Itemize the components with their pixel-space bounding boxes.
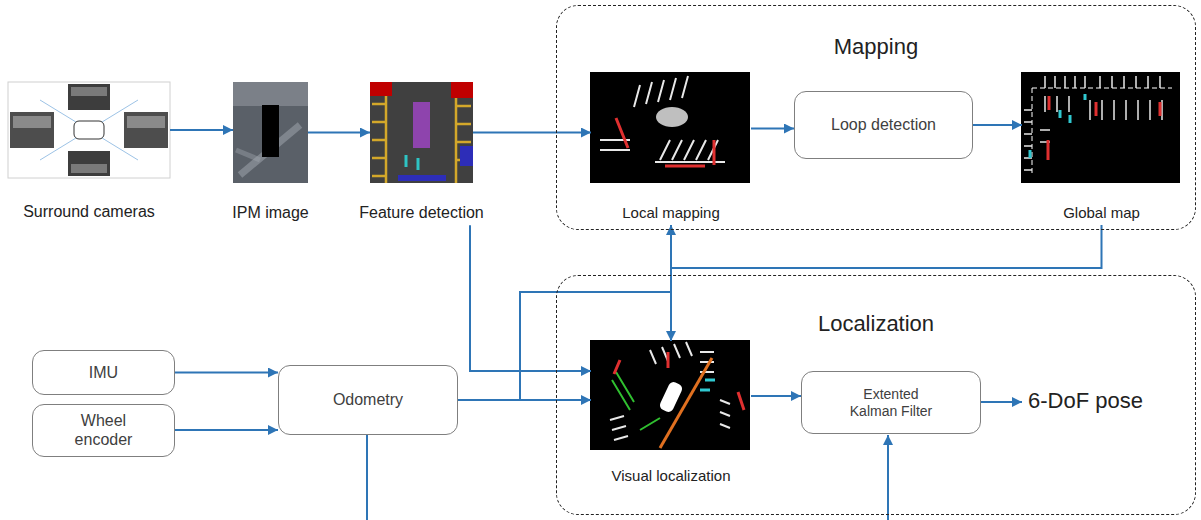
flow-arrow [170, 129, 233, 131]
camera-illustration [124, 112, 168, 148]
camera-illustration [13, 116, 51, 128]
ipm-illustration [233, 82, 308, 183]
local-map-illustration [600, 76, 725, 162]
signal-line [980, 401, 1022, 403]
image-panel: IPM image [233, 82, 308, 222]
flow-arrow [175, 372, 278, 374]
feature-illustration [370, 82, 473, 183]
box-label: IMU [89, 363, 118, 382]
visual-localization-illustration [612, 372, 660, 430]
flow-arrow [751, 395, 801, 397]
feature-illustration [460, 146, 473, 166]
camera-illustration [127, 116, 165, 128]
flow-arrow [473, 132, 591, 134]
flow-arrow [458, 225, 671, 400]
visual-localization-illustration [658, 380, 683, 413]
camera-illustration [74, 121, 104, 139]
process-box: Loop detection [794, 91, 973, 159]
image-panel: Local mapping [591, 73, 751, 222]
visual-localization-illustration [590, 340, 750, 450]
feature-illustration [372, 96, 471, 183]
camera-illustration [10, 112, 54, 148]
visual-localization-illustration [590, 340, 750, 450]
ipm-illustration [233, 82, 308, 106]
flow-arrow [470, 225, 591, 371]
box-label: Wheel encoder [59, 411, 149, 449]
flow-arrow [308, 132, 370, 134]
image-panel: Global map [1022, 73, 1181, 222]
feature-illustration [398, 175, 446, 181]
image-caption: IPM image [232, 203, 308, 222]
box-label: Extented Kalman Filter [841, 386, 941, 420]
global-map-illustration [1021, 72, 1180, 183]
local-map-illustration [656, 107, 688, 127]
image-area [1022, 73, 1181, 184]
image-caption: Surround cameras [23, 202, 155, 221]
camera-illustration [8, 82, 170, 178]
camera-illustration [68, 151, 110, 176]
image-area [233, 82, 308, 183]
feature-illustration [370, 82, 473, 183]
process-box: Odometry [278, 365, 458, 435]
image-area [8, 82, 170, 178]
visual-localization-illustration [700, 380, 715, 390]
region-title: Mapping [557, 34, 1195, 60]
flow-arrow [458, 399, 591, 401]
feature-illustration [451, 82, 473, 98]
region-title: Localization [557, 311, 1195, 337]
image-area [591, 73, 751, 184]
local-map-illustration [590, 72, 750, 183]
visual-localization-illustration [614, 352, 744, 410]
image-caption: Global map [1063, 204, 1140, 222]
output-label: 6-DoF pose [1028, 388, 1143, 414]
image-area [370, 82, 473, 183]
image-caption: Feature detection [359, 203, 484, 222]
dashed-region: MappingLocal mapping Loop detectionGlobal… [556, 5, 1196, 230]
ipm-illustration [236, 150, 260, 160]
image-caption: Local mapping [622, 204, 720, 222]
box-label: Loop detection [831, 115, 936, 134]
image-panel: Visual localization [591, 341, 751, 485]
ipm-illustration [233, 82, 308, 183]
image-caption: Visual localization [612, 467, 731, 485]
process-box: Extented Kalman Filter [801, 371, 981, 434]
camera-illustration [71, 87, 107, 96]
global-map-illustration [1048, 96, 1160, 160]
local-map-illustration [590, 72, 750, 183]
global-map-illustration [1030, 94, 1085, 158]
feature-illustration [406, 155, 418, 170]
signal-line [366, 435, 368, 520]
feature-illustration [413, 102, 430, 148]
feature-illustration [370, 82, 392, 96]
camera-illustration [8, 82, 170, 178]
camera-illustration [71, 164, 107, 173]
image-panel: Feature detection [370, 82, 473, 222]
flow-arrow [751, 128, 794, 130]
global-map-illustration [1024, 76, 1162, 170]
flow-arrow [973, 124, 1022, 126]
global-map-illustration [1021, 72, 1180, 183]
visual-localization-illustration [610, 342, 730, 440]
box-label: Odometry [333, 390, 403, 409]
image-area [591, 341, 751, 451]
process-box: Wheel encoder [32, 404, 175, 457]
ipm-illustration [262, 105, 279, 157]
process-box: IMU [32, 350, 175, 395]
signal-line [887, 435, 889, 520]
flow-arrow [175, 429, 278, 431]
image-panel: Surround cameras [8, 82, 170, 221]
camera-illustration [68, 84, 110, 110]
